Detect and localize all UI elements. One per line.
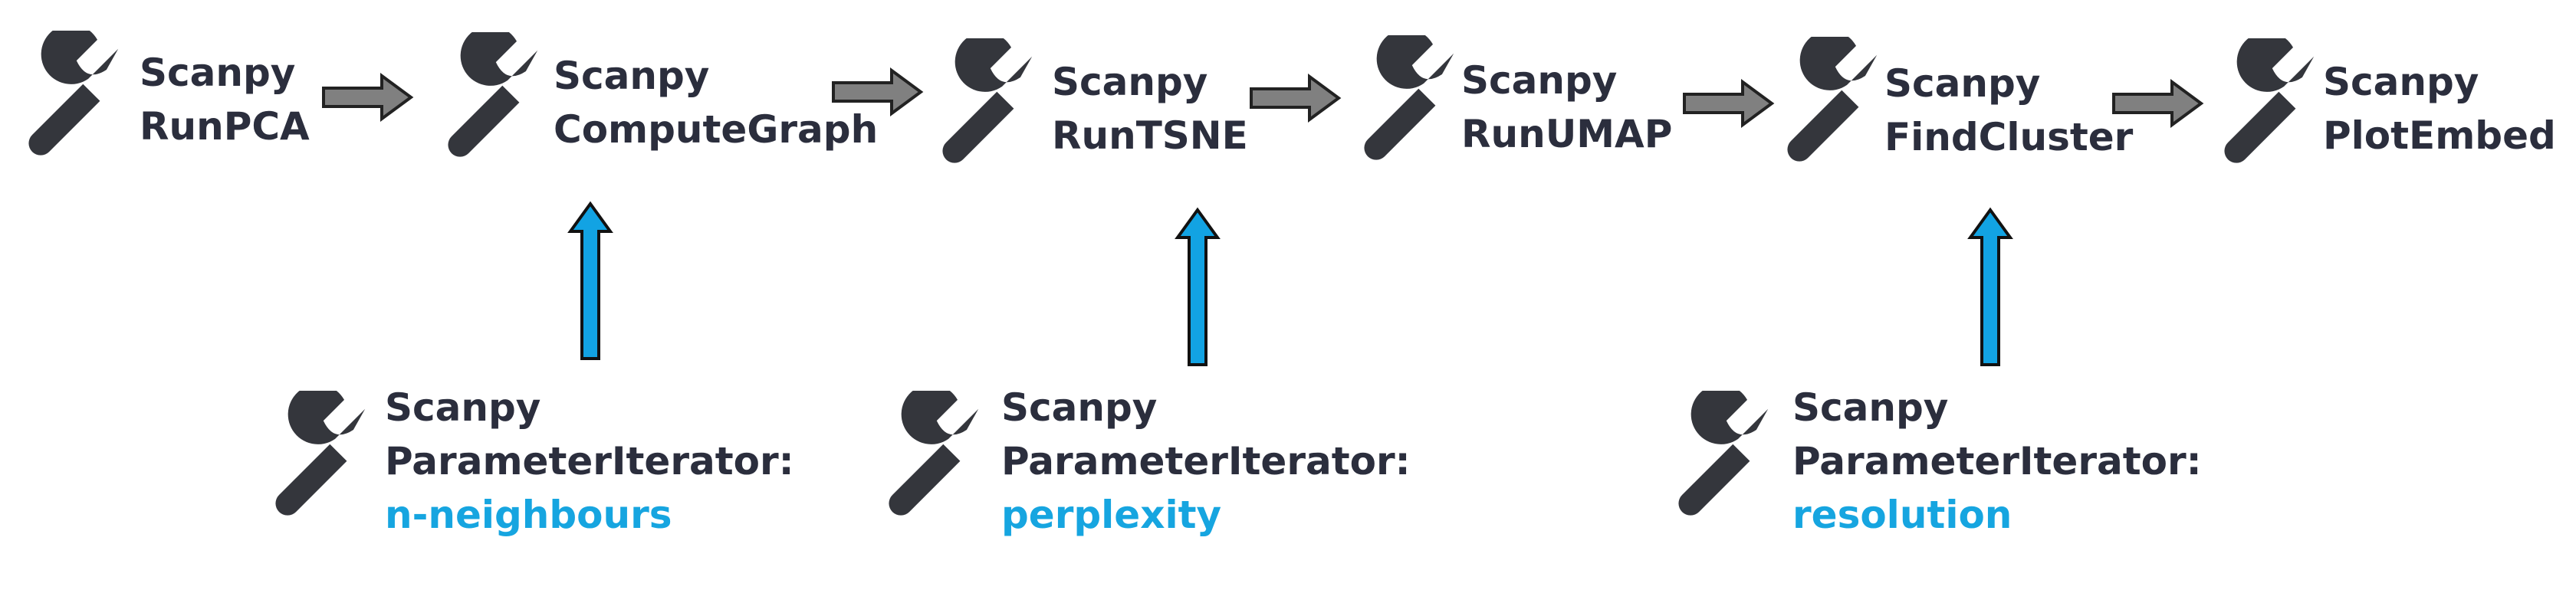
wrench-icon [6,31,136,161]
flow-arrow-runpca-computegraph [322,73,414,122]
wrench-icon [426,32,556,162]
parameter-name: n-neighbours [385,493,672,537]
wrench-icon [253,391,383,521]
wrench-icon [1765,37,1895,167]
flow-arrow-runumap-findcluster [1683,79,1775,128]
parameter-name: resolution [1792,493,2013,537]
wrench-icon [1342,35,1472,165]
param-arrow-resolution [1967,207,2013,366]
flow-arrow-computegraph-runtsne [832,67,924,116]
wrench-icon [1656,391,1786,521]
wrench-icon [2202,38,2332,169]
wrench-icon [866,391,997,521]
wrench-icon [920,38,1050,169]
parameter-name: perplexity [1001,493,1222,537]
param-arrow-n-neighbours [567,201,613,360]
flow-arrow-runtsne-runumap [1250,74,1342,123]
param-arrow-perplexity [1175,207,1221,366]
flow-arrow-findcluster-plotembed [2112,79,2204,128]
